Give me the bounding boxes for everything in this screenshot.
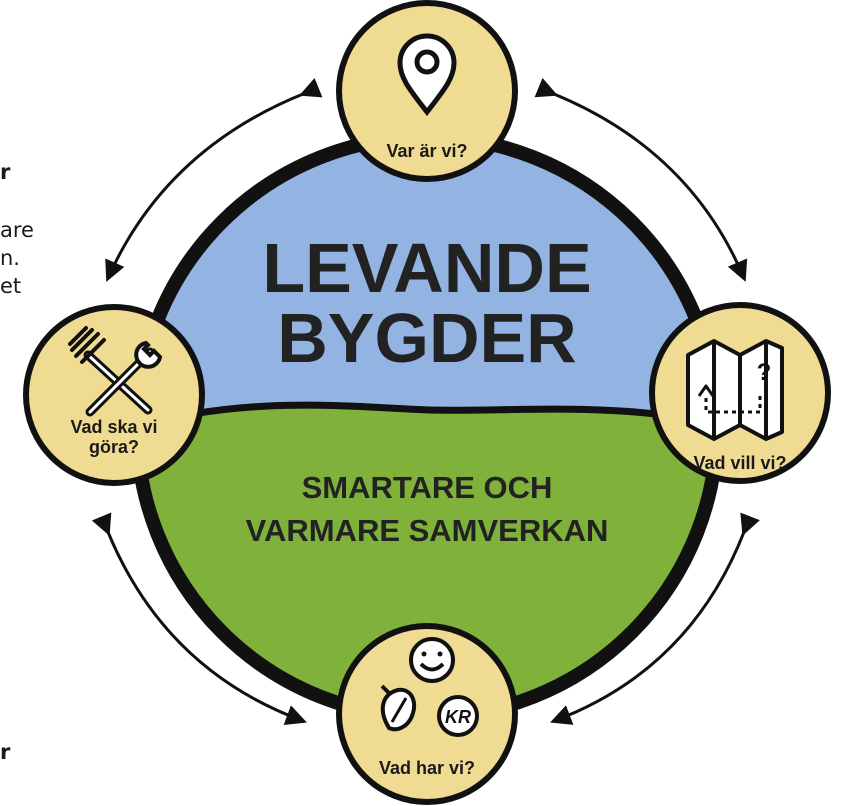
- side-text-fragment-3: n.: [0, 246, 20, 270]
- divider-line: [137, 401, 717, 436]
- arrow-top-right: [534, 77, 748, 282]
- node-label-left-line-1: Vad ska vi: [70, 417, 157, 437]
- money-coin-text: KR: [445, 707, 471, 727]
- question-mark-icon: ?: [757, 359, 772, 386]
- side-text-fragment-1: r: [0, 160, 11, 184]
- node-label-left-line-2: göra?: [89, 437, 139, 457]
- node-vad-har-vi: KR Vad har vi?: [336, 623, 518, 805]
- arrow-bottom-right: [550, 512, 760, 725]
- folded-map-icon: [686, 339, 784, 441]
- arrow-top-left: [105, 77, 323, 282]
- leaf-icon: [380, 684, 417, 732]
- subtitle-line-2: VARMARE SAMVERKAN: [246, 513, 609, 548]
- arrow-bottom-left: [91, 512, 307, 726]
- smiley-icon: [409, 637, 455, 683]
- node-vad-ska-vi-gora: Vad ska vi göra?: [23, 304, 205, 486]
- rake-wrench-icon: [68, 326, 163, 417]
- node-var-ar-vi: Var är vi?: [336, 0, 518, 182]
- side-text-fragment-2: are: [0, 218, 34, 242]
- node-label-top: Var är vi?: [386, 141, 467, 161]
- subtitle-line-1: SMARTARE OCH: [302, 470, 553, 505]
- title-line-2: BYGDER: [277, 299, 576, 377]
- title-line-1: LEVANDE: [262, 229, 591, 307]
- money-coin-icon: KR: [437, 695, 479, 737]
- node-label-bottom: Vad har vi?: [379, 758, 475, 778]
- side-text-fragment-5: r: [0, 740, 11, 764]
- side-text-fragment-4: et: [0, 274, 22, 298]
- cycle-arrows: [91, 77, 760, 726]
- node-label-right: Vad vill vi?: [693, 453, 786, 473]
- map-pin-icon: [397, 33, 457, 117]
- node-vad-vill-vi: ? Vad vill vi?: [649, 302, 831, 484]
